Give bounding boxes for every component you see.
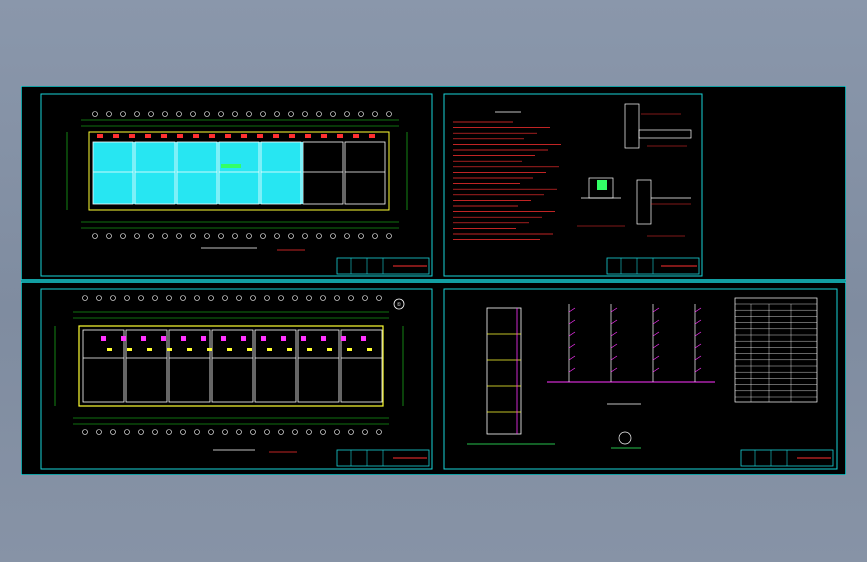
legend-table: [735, 303, 817, 402]
room-tags: [101, 336, 372, 351]
cad-drawing-canvas[interactable]: ①: [21, 86, 846, 475]
riser-lines: [568, 304, 702, 382]
axis-bubbles-top: [82, 295, 382, 435]
unit-walls: [82, 329, 383, 403]
section-marker: ①: [397, 302, 402, 308]
unit-walls: [92, 141, 386, 205]
sheet-border-top: [21, 86, 846, 281]
sheet-1: [40, 93, 433, 277]
cad-viewport[interactable]: ①: [21, 86, 846, 475]
sheet-border-bottom: [21, 281, 846, 475]
room-tags: [97, 134, 375, 168]
design-notes-text: [453, 121, 561, 240]
sheet-2: [443, 93, 703, 277]
sheet-3: ①: [40, 288, 433, 470]
sheet-4: [443, 288, 838, 470]
axis-bubbles-top: [92, 111, 392, 239]
